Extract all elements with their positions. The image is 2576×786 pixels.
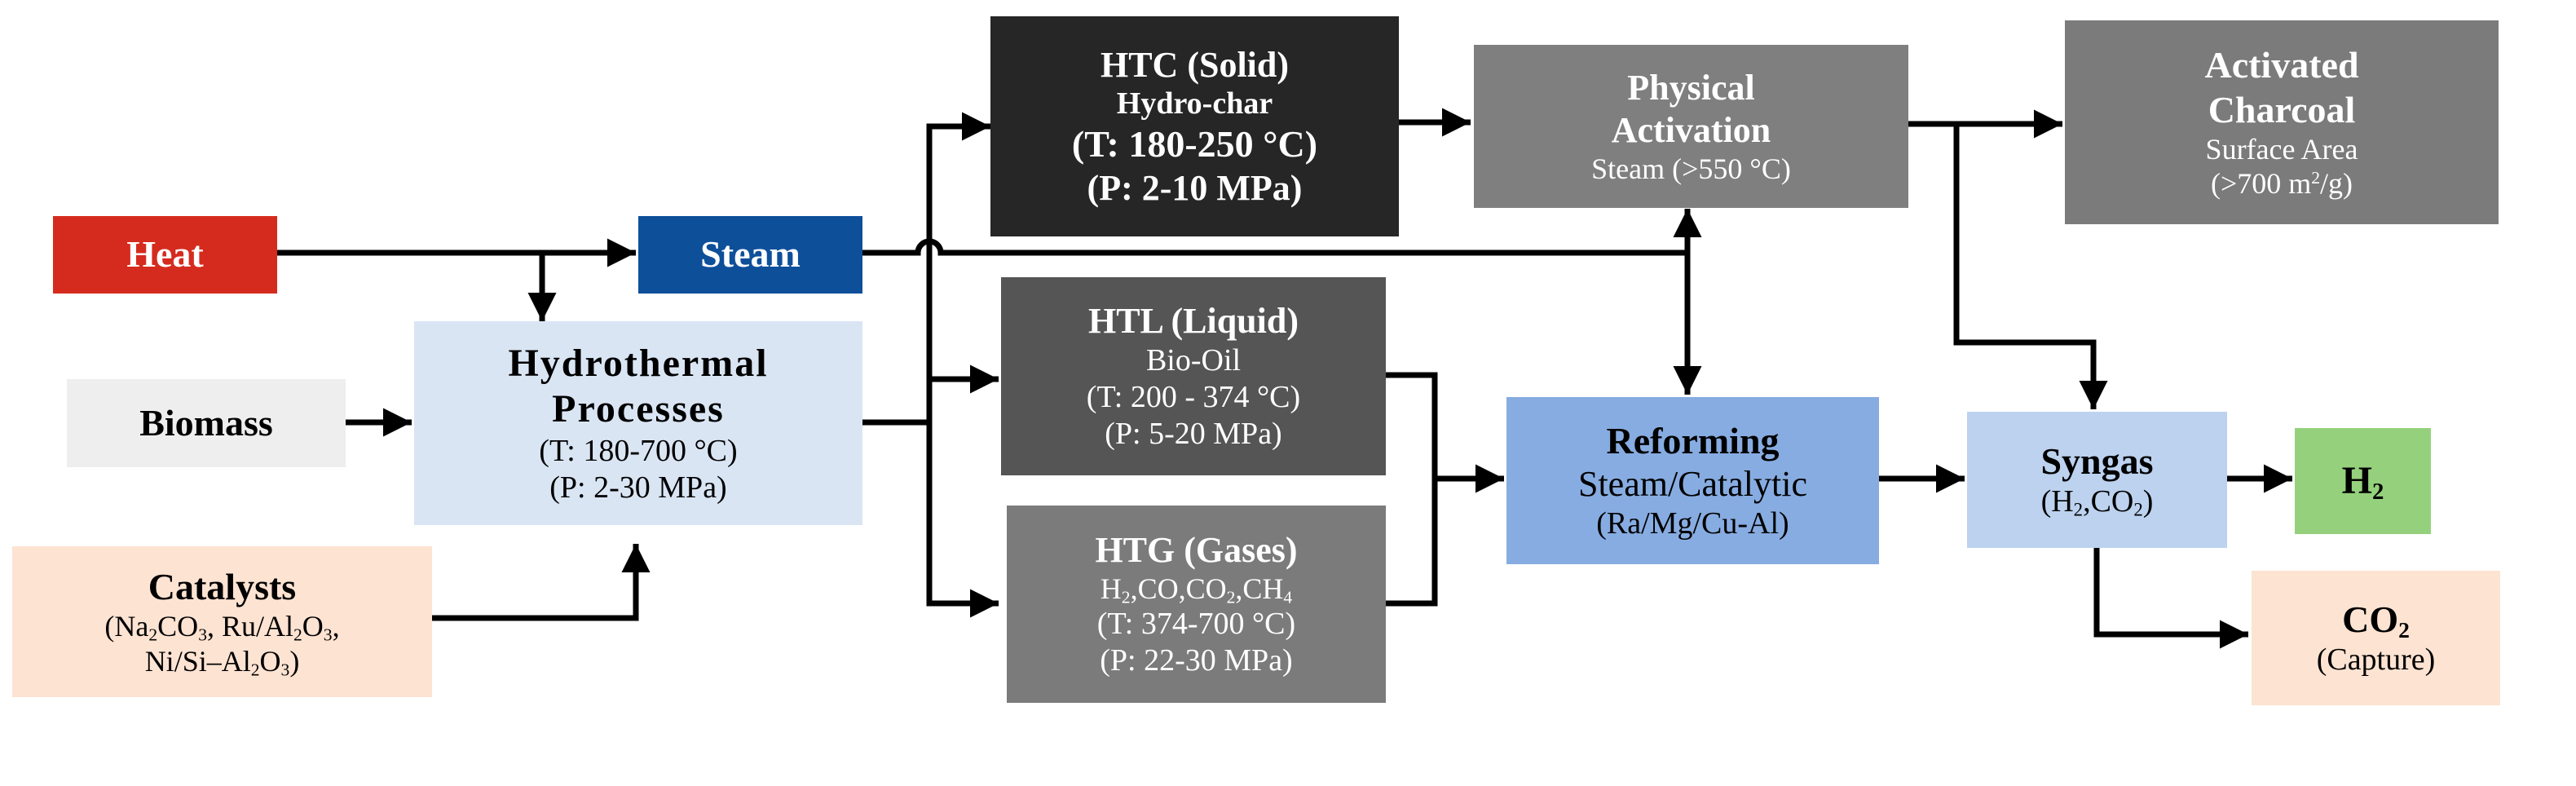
htc-temp: (T: 180-250 °C) — [1071, 123, 1318, 166]
biomass-label: Biomass — [139, 401, 273, 444]
physical-activation-box: Physical Activation Steam (>550 °C) — [1474, 45, 1908, 208]
htl-product: Bio-Oil — [1145, 343, 1242, 378]
htg-box: HTG (Gases) H2,CO,CO2,CH4 (T: 374-700 °C… — [1007, 506, 1386, 703]
reforming-type: Steam/Catalytic — [1577, 464, 1808, 505]
activated-detail: Surface Area — [2205, 132, 2358, 166]
hydrothermal-temp: (T: 180-700 °C) — [539, 433, 738, 468]
h2-label: H2 — [2341, 458, 2384, 505]
co2-label: CO2 — [2342, 598, 2410, 642]
heat-box: Heat — [53, 216, 277, 294]
syngas-title: Syngas — [2040, 439, 2154, 482]
htc-product: Hydro-char — [1116, 86, 1273, 121]
syngas-formula: (H2,CO2) — [2040, 484, 2154, 520]
htl-box: HTL (Liquid) Bio-Oil (T: 200 - 374 °C) (… — [1001, 277, 1386, 475]
physical-detail: Steam (>550 °C) — [1591, 152, 1791, 185]
biomass-box: Biomass — [67, 379, 346, 467]
steam-to-reforming-line — [862, 238, 1687, 256]
hydrothermal-title-1: Hydrothermal — [508, 341, 769, 385]
htl-title: HTL (Liquid) — [1087, 301, 1299, 342]
catalysts-line-1: (Na2CO3, Ru/Al2O3, — [104, 610, 340, 645]
reforming-box: Reforming Steam/Catalytic (Ra/Mg/Cu-Al) — [1506, 397, 1879, 564]
htg-products: H2,CO,CO2,CH4 — [1100, 572, 1293, 607]
htc-pressure: (P: 2-10 MPa) — [1087, 167, 1303, 208]
physical-title-2: Activation — [1611, 109, 1771, 150]
catalysts-title: Catalysts — [148, 565, 297, 607]
hydrothermal-to-htg-arrow — [926, 379, 999, 618]
catalysts-to-hydrothermal-arrow — [432, 544, 651, 621]
syngas-to-co2-arrow — [2093, 548, 2248, 649]
reforming-catalyst: (Ra/Mg/Cu-Al) — [1596, 506, 1789, 541]
hydrothermal-title-2: Processes — [552, 387, 725, 431]
reforming-title: Reforming — [1606, 420, 1780, 461]
h2-box: H2 — [2295, 428, 2431, 534]
heat-label: Heat — [126, 233, 204, 276]
activated-title-1: Activated — [2204, 44, 2359, 86]
co2-box: CO2 (Capture) — [2252, 571, 2500, 705]
activated-charcoal-box: Activated Charcoal Surface Area (>700 m2… — [2065, 20, 2499, 224]
htc-box: HTC (Solid) Hydro-char (T: 180-250 °C) (… — [990, 16, 1399, 236]
physical-to-syngas-arrow — [1953, 124, 2108, 409]
htl-temp: (T: 200 - 374 °C) — [1086, 380, 1301, 415]
htc-title: HTC (Solid) — [1100, 44, 1290, 85]
htg-to-reforming-line — [1386, 479, 1438, 607]
activated-title-2: Charcoal — [2208, 88, 2356, 130]
hydrothermal-to-htc-arrow — [926, 112, 990, 379]
activated-area: (>700 m2/g) — [2210, 167, 2353, 201]
co2-note: (Capture) — [2316, 642, 2436, 678]
htg-temp: (T: 374-700 °C) — [1096, 607, 1296, 642]
steam-label: Steam — [700, 233, 801, 276]
physical-title-1: Physical — [1627, 67, 1755, 108]
htl-pressure: (P: 5-20 MPa) — [1105, 416, 1282, 451]
htg-title: HTG (Gases) — [1095, 529, 1298, 570]
hydrothermal-pressure: (P: 2-30 MPa) — [549, 470, 727, 505]
htl-to-reforming-line — [1386, 372, 1438, 479]
catalysts-box: Catalysts (Na2CO3, Ru/Al2O3, Ni/Si–Al2O3… — [12, 546, 432, 697]
hydrothermal-box: Hydrothermal Processes (T: 180-700 °C) (… — [414, 321, 862, 525]
syngas-box: Syngas (H2,CO2) — [1967, 412, 2227, 548]
steam-box: Steam — [638, 216, 862, 294]
htg-pressure: (P: 22-30 MPa) — [1100, 643, 1293, 678]
catalysts-line-2: Ni/Si–Al2O3) — [144, 644, 300, 680]
